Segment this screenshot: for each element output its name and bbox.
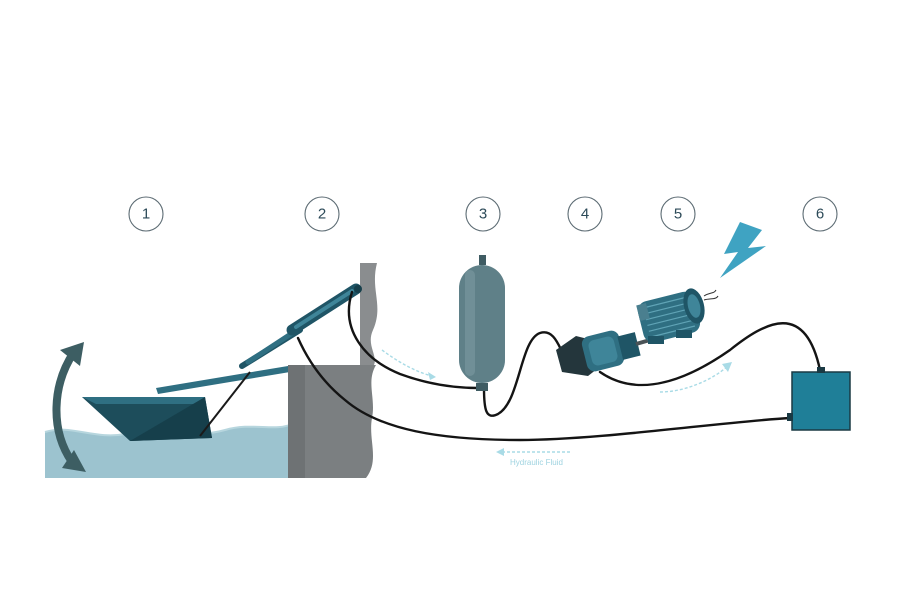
- electric-motor: [636, 288, 719, 344]
- stage-marker-4: 4: [567, 196, 603, 232]
- flow-arrows: [381, 349, 732, 456]
- rotation-arrow-icon: [52, 342, 86, 472]
- return-flow-label: Hydraulic Fluid: [510, 458, 563, 467]
- hose-accumulator-to-pump: [482, 331, 568, 417]
- hydraulic-pump: [556, 330, 651, 376]
- stage-marker-3: 3: [465, 196, 501, 232]
- stage-number-1: 1: [142, 206, 150, 223]
- return-hose: [296, 336, 792, 442]
- flow-arrow-to-box: [659, 365, 729, 393]
- stage-number-2: 2: [318, 206, 326, 223]
- stage-number-4: 4: [581, 206, 589, 223]
- stage-number-6: 6: [816, 206, 824, 223]
- stage-marker-5: 5: [660, 196, 696, 232]
- stage-number-3: 3: [479, 206, 487, 223]
- stage-marker-6: 6: [802, 196, 838, 232]
- hydraulic-hoses: [296, 290, 822, 442]
- hose-motor-to-box: [598, 322, 822, 387]
- flow-arrow-to-accumulator: [381, 349, 433, 377]
- float-paddle: [82, 397, 212, 441]
- pier: [288, 263, 378, 478]
- lightning-bolt-icon: [720, 222, 766, 278]
- hydraulic-cylinder: [245, 283, 362, 365]
- stage-marker-2: 2: [304, 196, 340, 232]
- accumulator: [459, 255, 505, 391]
- stage-marker-1: 1: [128, 196, 164, 232]
- control-box: [787, 367, 851, 431]
- stage-number-5: 5: [674, 206, 682, 223]
- hose-cylinder-to-accumulator: [347, 290, 480, 390]
